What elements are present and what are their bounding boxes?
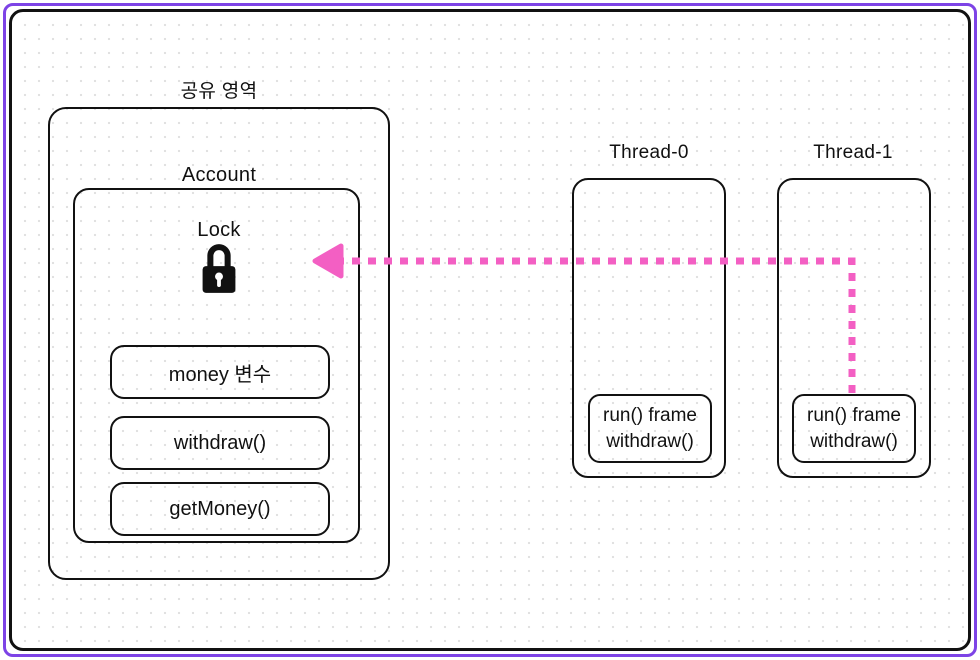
withdraw-method-box: withdraw()	[110, 416, 330, 470]
thread-1-run-frame-line2: withdraw()	[810, 430, 898, 452]
withdraw-method-label: withdraw()	[173, 431, 267, 454]
getmoney-method-box: getMoney()	[110, 482, 330, 536]
thread-1-label: Thread-1	[813, 142, 893, 163]
money-variable-box: money 변수	[110, 345, 330, 399]
padlock-icon	[202, 244, 236, 293]
lock-label: Lock	[197, 219, 241, 241]
canvas-outer-frame	[3, 3, 977, 657]
thread-0-run-frame-line2: withdraw()	[606, 430, 694, 452]
thread-0-run-frame-box: run() frame withdraw()	[588, 394, 712, 463]
shared-area-label: 공유 영역	[180, 81, 258, 102]
thread-0-run-frame-line1: run() frame	[603, 404, 697, 426]
thread-1-run-frame-line1: run() frame	[807, 404, 901, 426]
getmoney-method-label: getMoney()	[169, 497, 271, 520]
account-label: Account	[181, 164, 257, 186]
thread-1-run-frame-box: run() frame withdraw()	[792, 394, 916, 463]
thread-0-label: Thread-0	[609, 142, 689, 163]
money-variable-label: money 변수	[168, 363, 272, 386]
